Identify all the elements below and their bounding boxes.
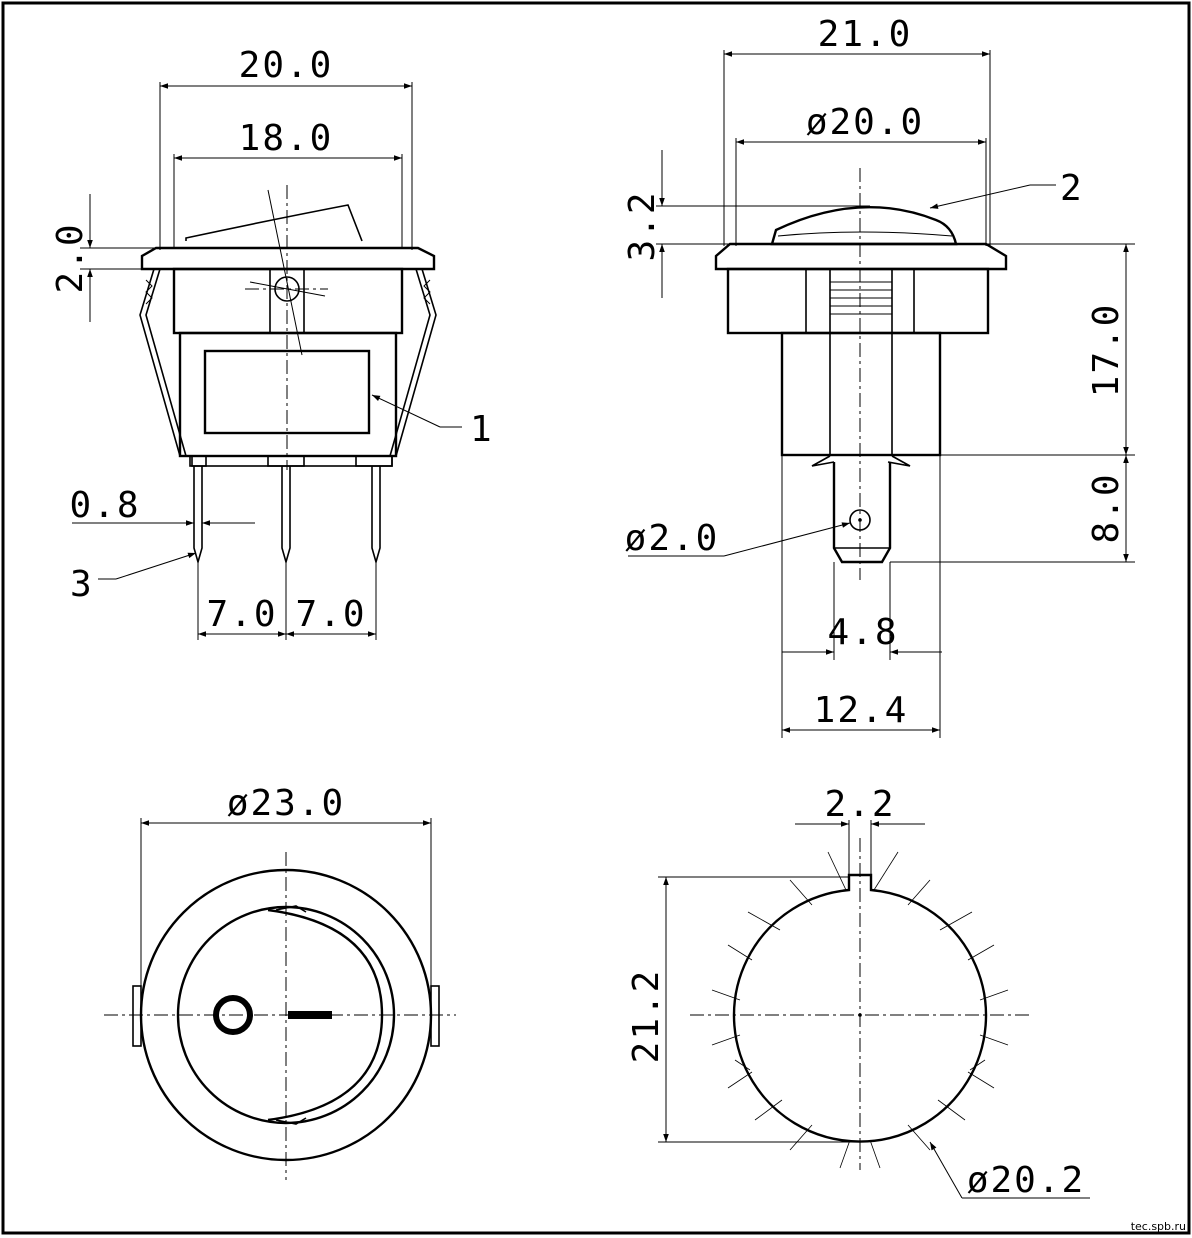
- dim-pin-tab-width: 4.8: [827, 612, 898, 653]
- dim-button-diameter: ø20.0: [806, 102, 924, 143]
- dim-pin-pitch-right: 7.0: [295, 594, 366, 635]
- dim-pin-pitch-left: 7.0: [206, 594, 277, 635]
- cutout-view: 2.2 21.2 ø20.2: [626, 784, 1090, 1201]
- front-view: 20.0 18.0 2.0 0.8 7.0 7.0 1 3: [50, 45, 492, 640]
- dim-bezel-diameter: ø23.0: [227, 783, 345, 824]
- side-view: 21.0 ø20.0 3.2 17.0 8.0 ø2.0 4.8: [622, 14, 1135, 738]
- dim-pin-hole-diameter: ø2.0: [625, 518, 720, 559]
- dim-pin-width: 0.8: [69, 485, 140, 526]
- dim-front-width-outer: 20.0: [239, 45, 334, 86]
- dim-key-width: 2.2: [824, 784, 895, 825]
- dim-front-flange-height: 2.0: [50, 222, 91, 293]
- dim-body-depth: 12.4: [814, 690, 909, 731]
- dim-button-height: 3.2: [622, 190, 663, 261]
- dim-body-height: 17.0: [1086, 303, 1127, 398]
- dim-panel-cutout-diameter: ø20.2: [967, 1160, 1085, 1201]
- callout-button-cap: 2: [1060, 168, 1082, 209]
- stem-ribs: [830, 281, 892, 315]
- dim-pin-length: 8.0: [1086, 472, 1127, 543]
- dim-front-width-inner: 18.0: [239, 118, 334, 159]
- cutout-hatch: [711, 851, 1009, 1169]
- callout-lamp-window: 1: [470, 409, 492, 450]
- watermark: tec.spb.ru: [1131, 1220, 1186, 1233]
- face-view: ø23.0: [104, 783, 456, 1180]
- callout-terminal: 3: [70, 564, 92, 605]
- dim-side-width: 21.0: [818, 14, 913, 55]
- dim-panel-cutout-height: 21.2: [626, 969, 667, 1064]
